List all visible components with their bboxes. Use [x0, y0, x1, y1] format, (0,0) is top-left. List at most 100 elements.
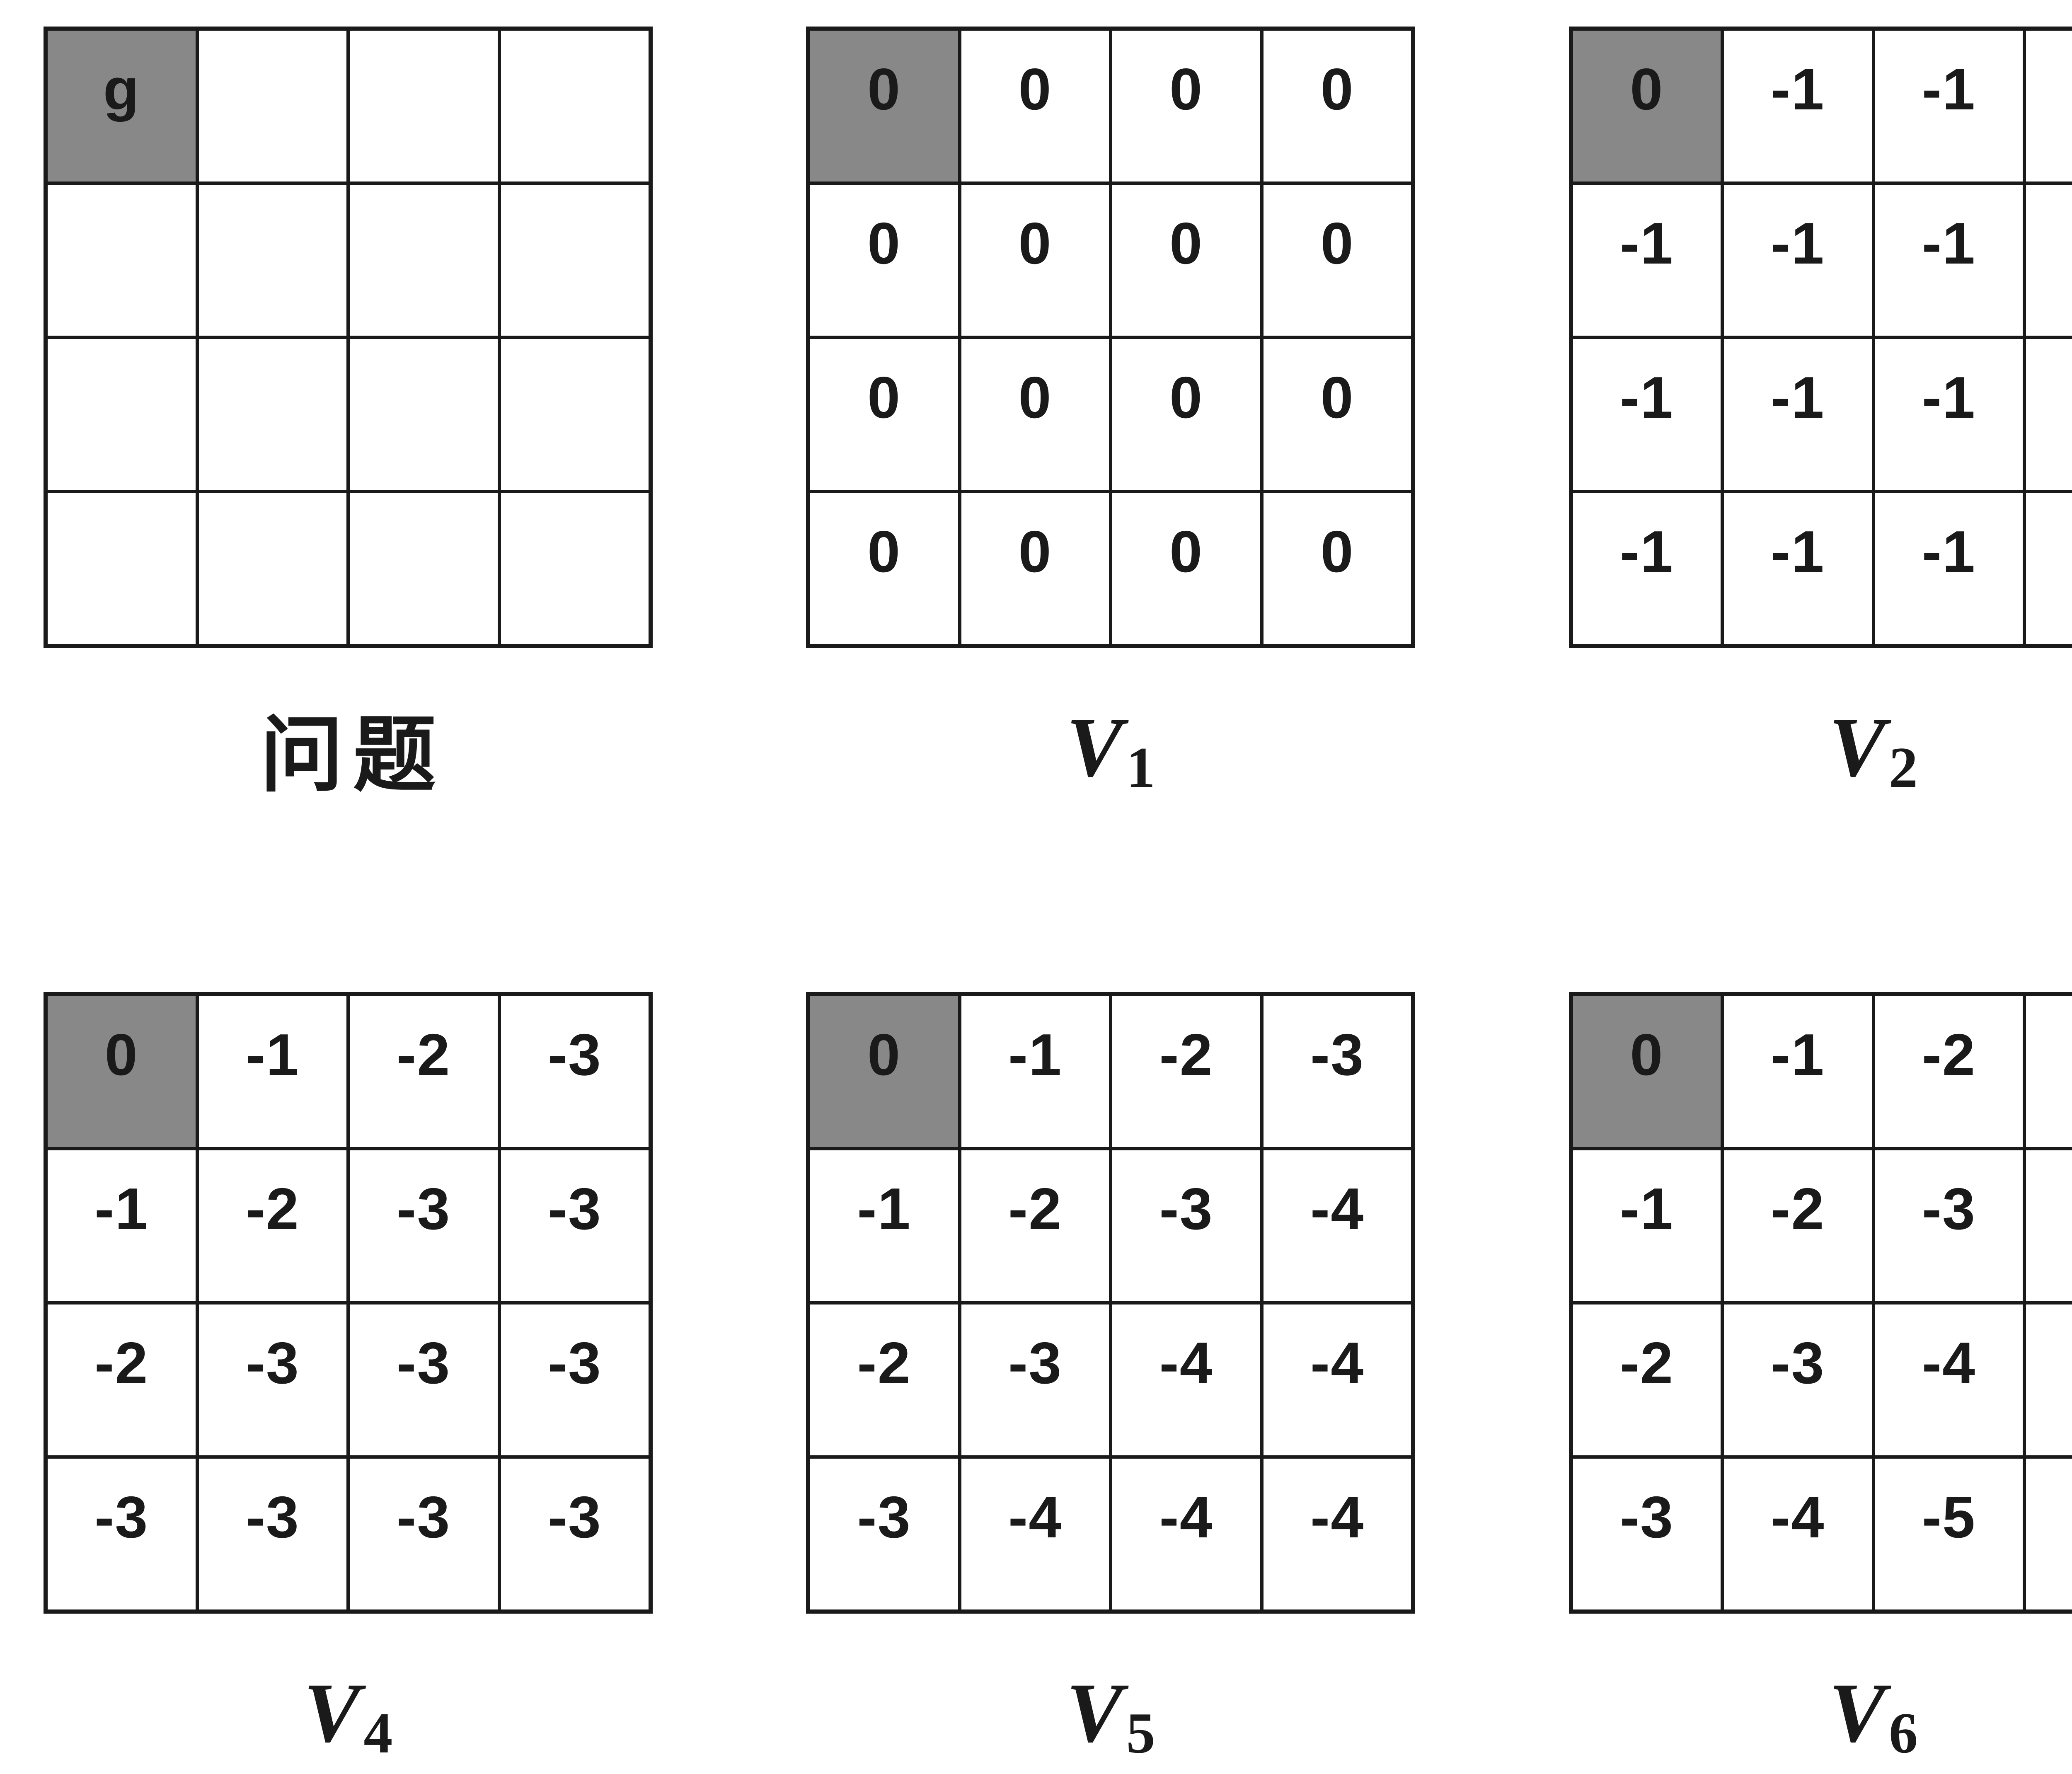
grid-cell: -2 — [1573, 1304, 1721, 1455]
grid-cell: -2 — [961, 1150, 1109, 1301]
grid-cell: -1 — [48, 1150, 196, 1301]
goal-cell: 0 — [810, 996, 958, 1147]
goal-cell: 0 — [810, 31, 958, 182]
grid-cell: 0 — [961, 185, 1109, 336]
goal-cell: g — [48, 31, 196, 182]
grid-cell: -1 — [2026, 31, 2072, 182]
grid-v5: 0-1-2-3-1-2-3-4-2-3-4-4-3-4-4-4 — [806, 992, 1416, 1614]
grid-cell — [501, 339, 649, 490]
grid-cell: 0 — [1263, 31, 1411, 182]
grid-v2: 0-1-1-1-1-1-1-1-1-1-1-1-1-1-1-1 — [1569, 27, 2072, 648]
grid-cell: -4 — [1263, 1150, 1411, 1301]
grid-cell: -2 — [48, 1304, 196, 1455]
grid-cell: -5 — [2026, 1304, 2072, 1455]
grid-cell: 0 — [1112, 339, 1260, 490]
grid-cell — [198, 339, 346, 490]
grid-cell — [198, 185, 346, 336]
grid-cell: 0 — [961, 339, 1109, 490]
grid-cell: -3 — [350, 1304, 498, 1455]
grid-cell: -2 — [350, 996, 498, 1147]
grid-cell: -4 — [1112, 1304, 1260, 1455]
grid-cell: 0 — [1263, 339, 1411, 490]
grid-cell: -1 — [1875, 339, 2023, 490]
grid-cell — [48, 185, 196, 336]
grid-cell — [350, 493, 498, 644]
grid-v6: 0-1-2-3-1-2-3-4-2-3-4-5-3-4-5-5 — [1569, 992, 2072, 1614]
label-base: V — [1066, 700, 1123, 794]
grid-cell: -1 — [1875, 185, 2023, 336]
grid-cell: -1 — [810, 1150, 958, 1301]
grid-cell: -3 — [198, 1304, 346, 1455]
grid-cell: -2 — [1724, 1150, 1872, 1301]
grid-cell: -3 — [501, 1304, 649, 1455]
grid-cell: -4 — [1875, 1304, 2023, 1455]
grid-cell: -3 — [961, 1304, 1109, 1455]
grid-cell: -3 — [501, 1150, 649, 1301]
grid-cell: -4 — [1263, 1304, 1411, 1455]
grid-cell: -3 — [501, 996, 649, 1147]
grid-cell: -1 — [1724, 996, 1872, 1147]
grid-cell: 0 — [961, 31, 1109, 182]
label-subscript: 1 — [1126, 735, 1155, 800]
grid-cell — [501, 31, 649, 182]
grid-cell: -3 — [198, 1459, 346, 1609]
goal-cell: 0 — [1573, 996, 1721, 1147]
label-base: V — [1066, 1666, 1123, 1760]
label-subscript: 4 — [363, 1701, 393, 1765]
grid-cell — [350, 339, 498, 490]
panel-v6: 0-1-2-3-1-2-3-4-2-3-4-5-3-4-5-5V6 — [1569, 992, 2072, 1765]
grid-cell: 0 — [810, 339, 958, 490]
grid-cell: -2 — [1875, 996, 2023, 1147]
grid-cell: 0 — [961, 493, 1109, 644]
grid-cell: -1 — [2026, 339, 2072, 490]
grid-cell: 0 — [810, 493, 958, 644]
grid-cell: 0 — [1112, 493, 1260, 644]
label-base: V — [303, 1666, 361, 1760]
grid-cell: -4 — [1263, 1459, 1411, 1609]
grid-cell: -3 — [501, 1459, 649, 1609]
grid-cell: -4 — [1112, 1459, 1260, 1609]
grid-cell: -2 — [198, 1150, 346, 1301]
grid-cell: -3 — [350, 1150, 498, 1301]
grid-cell: -1 — [1573, 185, 1721, 336]
goal-cell: 0 — [48, 996, 196, 1147]
grid-cell: -5 — [2026, 1459, 2072, 1609]
grid-cell: -4 — [961, 1459, 1109, 1609]
grid-cell: -1 — [198, 996, 346, 1147]
grid-cell: -3 — [350, 1459, 498, 1609]
label-subscript: 6 — [1889, 1701, 1918, 1765]
grid-cell: -1 — [1875, 31, 2023, 182]
grid-cell: -4 — [1724, 1459, 1872, 1609]
panel-problem: g 问题 — [44, 27, 653, 802]
label-base: V — [1829, 1666, 1886, 1760]
grid-cell: -2 — [1112, 996, 1260, 1147]
label-subscript: 2 — [1889, 735, 1918, 800]
grid-cell: 0 — [1112, 31, 1260, 182]
grid-cell: -3 — [810, 1459, 958, 1609]
grid-cell: -3 — [1724, 1304, 1872, 1455]
label-subscript: 5 — [1126, 1701, 1155, 1765]
grid-cell: -1 — [1724, 493, 1872, 644]
grid-cell: -3 — [1573, 1459, 1721, 1609]
label-text: 问题 — [260, 710, 446, 802]
grid-cell: 0 — [1112, 185, 1260, 336]
grid-cell: -4 — [2026, 1150, 2072, 1301]
grid-cell: 0 — [1263, 493, 1411, 644]
grid-cell — [350, 31, 498, 182]
grid-cell: -3 — [2026, 996, 2072, 1147]
grid-cell — [501, 185, 649, 336]
grid-cell: -3 — [48, 1459, 196, 1609]
panel-label-problem: 问题 — [44, 702, 653, 802]
